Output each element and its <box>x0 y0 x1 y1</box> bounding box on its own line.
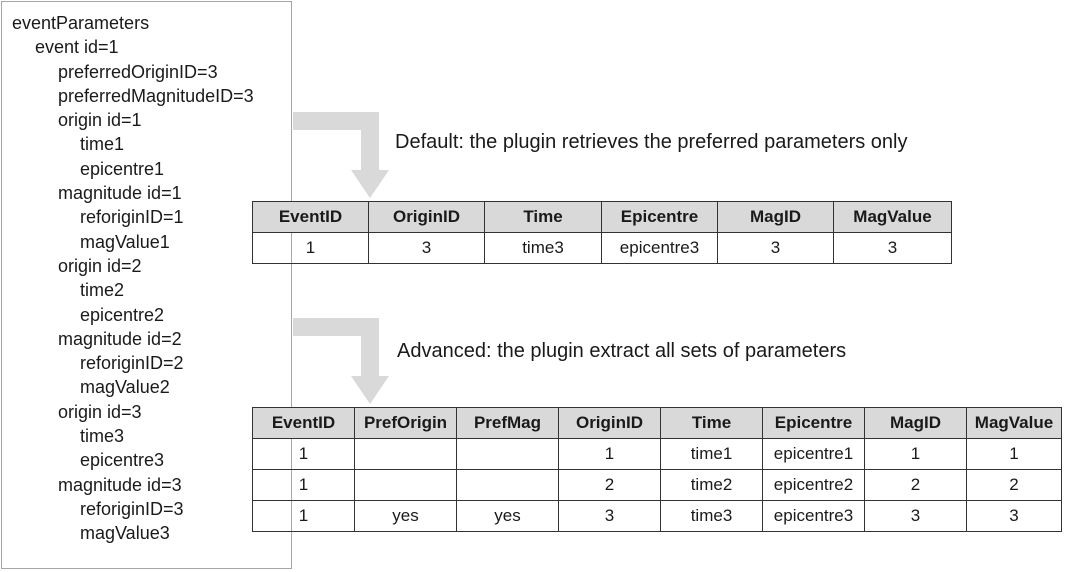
tree-node: magnitude id=3 <box>58 474 182 495</box>
table-cell: time1 <box>660 438 763 470</box>
table-cell: epicentre2 <box>762 469 865 501</box>
table-cell: 3 <box>368 232 485 264</box>
table-cell: 1 <box>558 438 661 470</box>
tree-node: time1 <box>80 134 125 155</box>
tree-node: magValue3 <box>80 523 170 544</box>
column-header: PrefMag <box>456 407 559 439</box>
tree-node: eventParameters <box>12 13 150 33</box>
tree-node: epicentre1 <box>80 158 165 179</box>
table-cell <box>354 469 457 501</box>
table-cell: 3 <box>558 500 661 532</box>
table-cell: 1 <box>252 438 355 470</box>
table-cell: 1 <box>252 232 369 264</box>
event-parameters-tree-panel: eventParameters event id=1 preferredOrigin… <box>1 1 292 569</box>
table-cell: 2 <box>864 469 967 501</box>
tree-node: preferredMagnitudeID=3 <box>58 85 254 106</box>
table-cell: time2 <box>660 469 763 501</box>
column-header: MagValue <box>833 201 952 233</box>
tree-node: reforiginID=2 <box>80 353 184 374</box>
column-header: PrefOrigin <box>354 407 457 439</box>
column-header: EventID <box>252 407 355 439</box>
column-header: Time <box>660 407 763 439</box>
tree-node: origin id=1 <box>58 110 142 131</box>
column-header: EventID <box>252 201 369 233</box>
default-mode-caption: Default: the plugin retrieves the prefer… <box>395 131 908 153</box>
table-cell: 1 <box>252 469 355 501</box>
column-header: Time <box>484 201 602 233</box>
table-cell: 3 <box>966 500 1062 532</box>
tree-node: time2 <box>80 280 125 301</box>
table-cell: 1 <box>252 500 355 532</box>
table-cell: 2 <box>558 469 661 501</box>
tree-node: magValue2 <box>80 377 170 398</box>
tree-node: magValue1 <box>80 231 170 252</box>
tree-node: reforiginID=1 <box>80 207 184 228</box>
advanced-flow-arrow-shape <box>293 318 389 404</box>
tree-node: epicentre2 <box>80 304 165 325</box>
tree-node: origin id=3 <box>58 401 142 422</box>
table-cell: epicentre1 <box>762 438 865 470</box>
table-cell <box>456 469 559 501</box>
tree-node: magnitude id=1 <box>58 183 182 204</box>
table-cell: yes <box>354 500 457 532</box>
table-cell: time3 <box>660 500 763 532</box>
table-cell: 1 <box>966 438 1062 470</box>
column-header: Epicentre <box>762 407 865 439</box>
table-cell: epicentre3 <box>762 500 865 532</box>
column-header: OriginID <box>558 407 661 439</box>
table-cell: 3 <box>717 232 834 264</box>
column-header: OriginID <box>368 201 485 233</box>
tree-node: reforiginID=3 <box>80 498 184 519</box>
tree-node: epicentre3 <box>80 450 165 471</box>
column-header: Epicentre <box>601 201 718 233</box>
tree-node: magnitude id=2 <box>58 328 182 349</box>
table-cell: 2 <box>966 469 1062 501</box>
table-cell <box>354 438 457 470</box>
table-cell <box>456 438 559 470</box>
advanced-mode-caption: Advanced: the plugin extract all sets of… <box>397 340 847 362</box>
column-header: MagValue <box>966 407 1062 439</box>
table-cell: 3 <box>864 500 967 532</box>
tree-node: origin id=2 <box>58 255 142 276</box>
tree-node: event id=1 <box>35 37 119 58</box>
event-parameters-tree: eventParameters event id=1 preferredOrigin… <box>2 11 254 546</box>
advanced-flow-arrow-icon <box>293 318 389 404</box>
tree-node: preferredOriginID=3 <box>58 61 218 82</box>
table-cell: epicentre3 <box>601 232 718 264</box>
default-flow-arrow-shape <box>293 112 389 198</box>
table-cell: 1 <box>864 438 967 470</box>
default-flow-arrow-icon <box>293 112 389 198</box>
table-cell: yes <box>456 500 559 532</box>
column-header: MagID <box>864 407 967 439</box>
tree-node: time3 <box>80 426 125 447</box>
table-cell: 3 <box>833 232 952 264</box>
column-header: MagID <box>717 201 834 233</box>
table-cell: time3 <box>484 232 602 264</box>
